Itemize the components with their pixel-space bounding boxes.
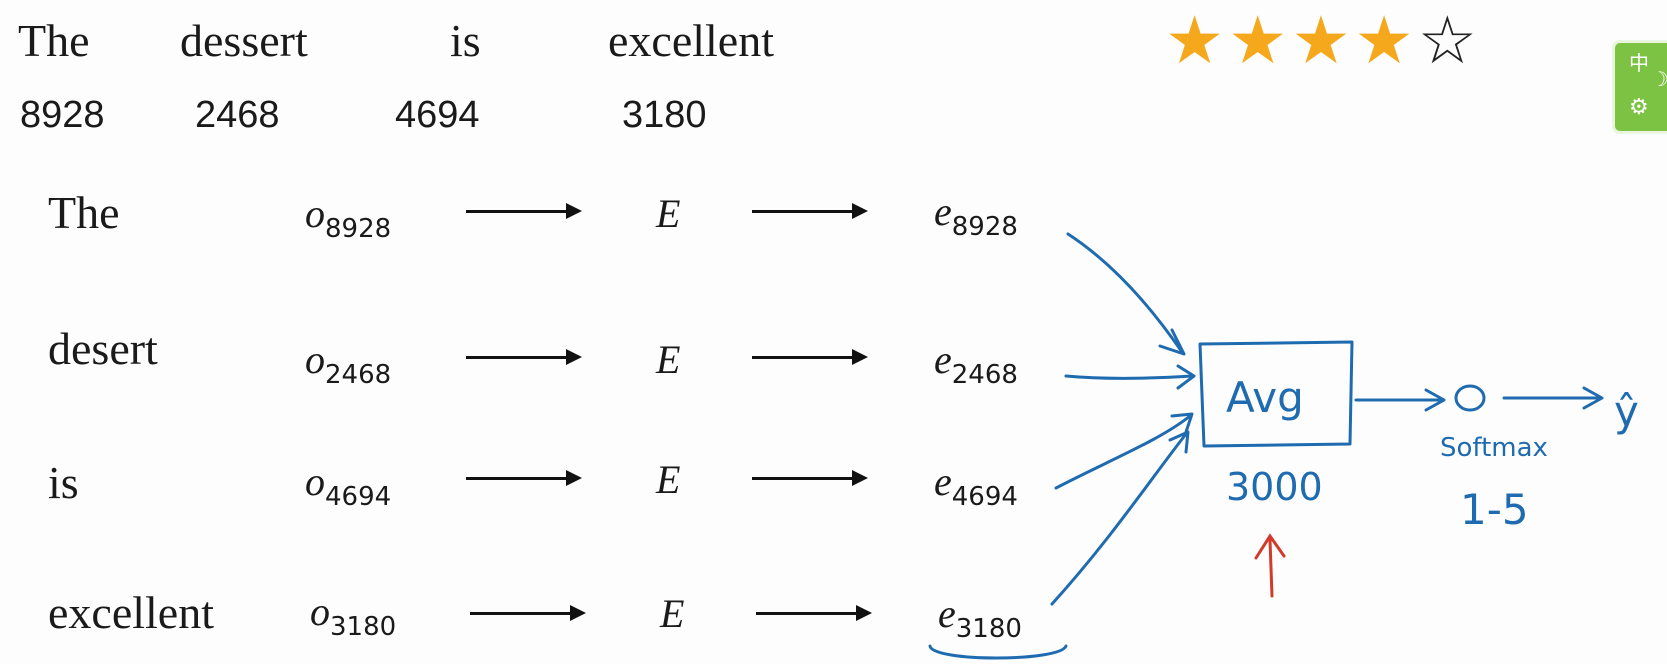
avg-label: Avg <box>1226 373 1304 422</box>
onehot-vector-2: o2468 <box>305 336 391 390</box>
onehot-index: 4694 <box>325 482 392 512</box>
onehot-index: 3180 <box>330 612 397 642</box>
embedding-matrix-3: E <box>656 457 681 502</box>
curve-arrow-4 <box>1050 432 1188 606</box>
embed-index: 4694 <box>951 482 1018 512</box>
arrow-right-icon <box>470 605 586 621</box>
header-index-3: 4694 <box>395 94 480 136</box>
curve-arrow-2 <box>1064 374 1194 380</box>
header-word-2: dessert <box>180 15 308 66</box>
embedding-matrix-2: E <box>656 337 681 382</box>
arrow-right-icon <box>752 349 868 365</box>
star-full-icon: ★ <box>1228 2 1292 79</box>
onehot-symbol: o <box>305 191 325 236</box>
embedding-matrix-4: E <box>660 591 685 636</box>
arrow-right-icon <box>752 470 868 486</box>
onehot-symbol: o <box>305 337 325 382</box>
onehot-vector-4: o3180 <box>310 588 396 642</box>
star-full-icon: ★ <box>1354 2 1418 79</box>
row-word-4: excellent <box>48 587 215 638</box>
embed-index: 8928 <box>951 212 1018 242</box>
embedding-vector-3: e4694 <box>934 458 1018 512</box>
embed-index: 3180 <box>955 614 1022 644</box>
rating-range: 1-5 <box>1460 485 1529 534</box>
softmax-label: Softmax <box>1440 433 1548 463</box>
curve-arrow-3-head <box>1170 412 1194 434</box>
arrow-right-icon <box>752 203 868 219</box>
arrow-right-icon <box>466 349 582 365</box>
onehot-symbol: o <box>305 459 325 504</box>
red-up-arrow-icon <box>1254 533 1286 598</box>
onehot-index: 2468 <box>325 360 392 390</box>
onehot-symbol: o <box>310 589 330 634</box>
header-word-3: is <box>450 15 481 66</box>
curve-arrow-4-head <box>1168 430 1190 454</box>
header-index-4: 3180 <box>622 94 707 136</box>
language-icon[interactable]: 中 <box>1629 51 1649 75</box>
curve-arrow-1 <box>1066 232 1184 354</box>
arrow-right-icon <box>466 470 582 486</box>
embedding-vector-1: e8928 <box>934 188 1018 242</box>
softmax-node <box>1454 384 1486 412</box>
onehot-index: 8928 <box>325 214 392 244</box>
arrow-right-icon <box>756 605 872 621</box>
row-word-1: The <box>48 187 120 238</box>
embed-symbol: e <box>934 337 952 382</box>
embed-index: 2468 <box>951 360 1018 390</box>
star-full-icon: ★ <box>1165 2 1229 79</box>
curve-arrow-1-head <box>1158 328 1186 356</box>
star-empty-icon: ☆ <box>1417 2 1481 79</box>
moon-icon[interactable]: ☽ <box>1651 67 1667 91</box>
embed-symbol: e <box>934 459 952 504</box>
gear-icon[interactable]: ⚙ <box>1629 95 1649 120</box>
embed-symbol: e <box>934 189 952 234</box>
embedding-matrix-1: E <box>656 191 681 236</box>
header-word-1: The <box>18 15 90 66</box>
brace-under-embedding <box>928 644 1068 660</box>
embed-symbol: e <box>938 591 956 636</box>
row-word-3: is <box>48 457 79 508</box>
onehot-vector-1: o8928 <box>305 190 391 244</box>
curve-arrow-2-head <box>1176 364 1196 390</box>
row-word-2: desert <box>48 323 158 374</box>
output-yhat: ŷ <box>1614 387 1639 436</box>
ime-widget[interactable]: 中 ☽ ⚙ <box>1612 40 1667 134</box>
onehot-vector-3: o4694 <box>305 458 391 512</box>
arrow-to-output-head <box>1582 386 1604 410</box>
curve-arrow-3 <box>1054 414 1192 490</box>
header-index-1: 8928 <box>20 94 105 136</box>
avg-box <box>1198 340 1354 448</box>
header-index-2: 2468 <box>195 94 280 136</box>
arrow-to-softmax-head <box>1424 388 1446 412</box>
embedding-vector-2: e2468 <box>934 336 1018 390</box>
star-rating: ★★★★☆ <box>1165 2 1481 79</box>
avg-dimension: 3000 <box>1226 465 1323 509</box>
header-word-4: excellent <box>608 15 775 66</box>
embedding-vector-4: e3180 <box>938 590 1022 644</box>
arrow-right-icon <box>466 203 582 219</box>
star-full-icon: ★ <box>1291 2 1355 79</box>
